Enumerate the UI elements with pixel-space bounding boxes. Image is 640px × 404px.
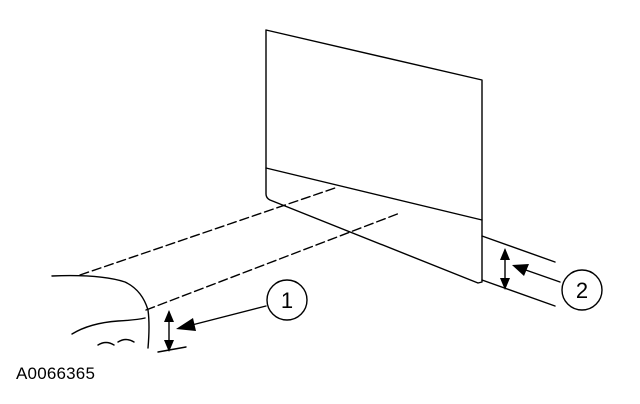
hand-outline	[51, 274, 150, 349]
callout-circle-2	[561, 269, 603, 311]
arrowhead-2-top	[500, 248, 510, 260]
thumbnail-detail	[97, 338, 135, 346]
leader-line-2	[519, 267, 561, 283]
leader-line-1	[187, 305, 267, 327]
arrowhead-1-top	[164, 310, 174, 322]
extension-line-left	[157, 346, 187, 353]
figure-id: A0066365	[16, 364, 96, 383]
callout-label-2: 2	[576, 278, 588, 303]
leader-arrowhead-1	[176, 318, 196, 331]
callout-label-1: 1	[281, 288, 293, 313]
panel-bottom-edge	[265, 167, 483, 221]
arrowhead-2-bottom	[500, 278, 510, 290]
leader-arrowhead-2	[512, 264, 529, 276]
sight-line-lower	[145, 212, 401, 311]
extension-line-lower-right	[481, 279, 556, 307]
panel-outline	[265, 29, 483, 284]
callout-circle-1	[266, 279, 308, 321]
sight-line-upper	[79, 187, 336, 276]
extension-line-upper-right	[481, 235, 556, 263]
arrowhead-1-bottom	[164, 340, 174, 352]
